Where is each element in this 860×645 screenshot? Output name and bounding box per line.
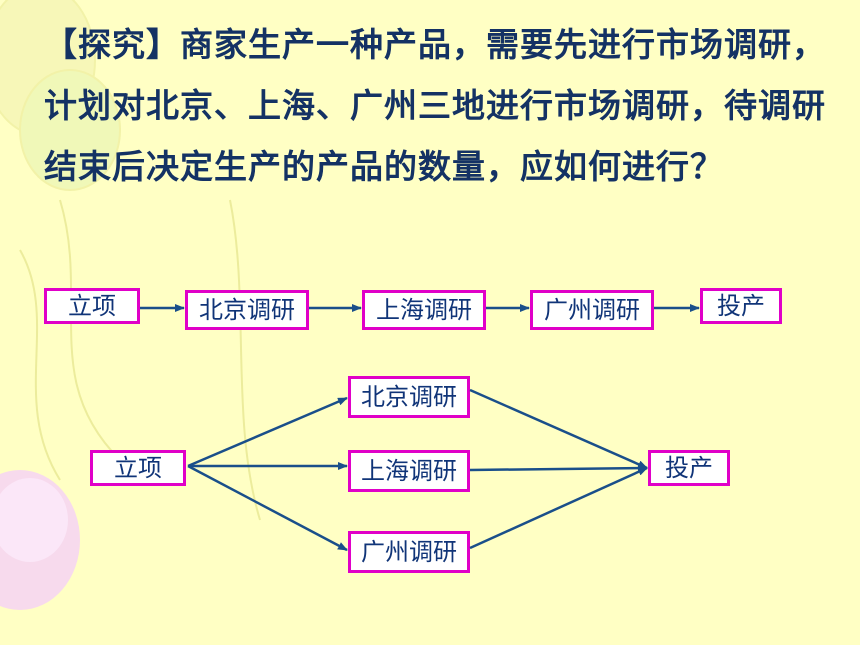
par-node-start: 立项 (90, 450, 186, 486)
par-node-shanghai: 上海调研 (348, 450, 470, 492)
seq-node-shanghai: 上海调研 (362, 290, 486, 330)
par-node-end: 投产 (648, 450, 730, 486)
seq-node-guangzhou: 广州调研 (530, 290, 654, 330)
seq-node-end: 投产 (700, 288, 782, 324)
seq-node-beijing: 北京调研 (185, 290, 309, 330)
par-node-guangzhou: 广州调研 (348, 531, 470, 573)
problem-text: 【探究】商家生产一种产品，需要先进行市场调研，计划对北京、上海、广州三地进行市场… (44, 25, 826, 186)
par-node-beijing: 北京调研 (348, 376, 470, 418)
seq-node-start: 立项 (44, 288, 140, 324)
